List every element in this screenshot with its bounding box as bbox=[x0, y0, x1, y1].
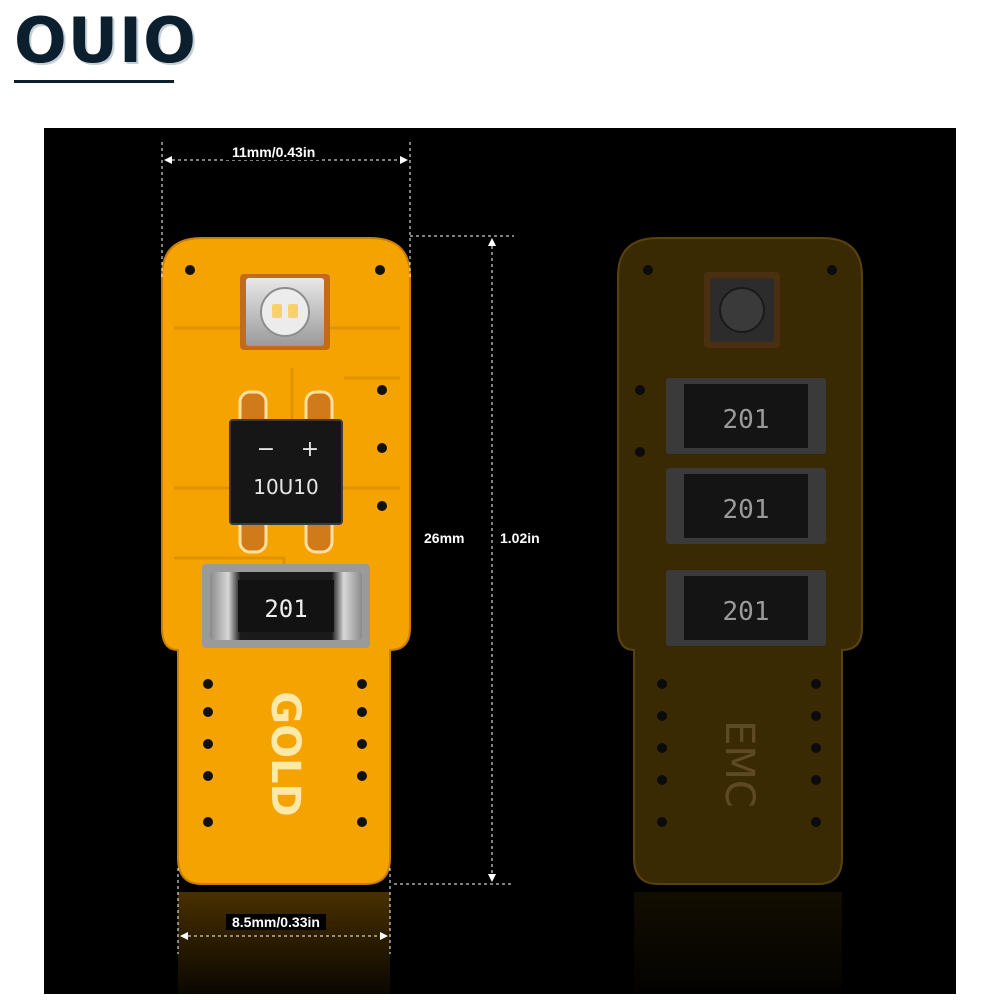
height-mm-label: 26mm bbox=[424, 530, 465, 546]
emc-board: 201 201 201 EMC bbox=[617, 237, 863, 885]
gold-board-reflection bbox=[178, 892, 390, 994]
emc-resistor: 201 bbox=[666, 378, 826, 454]
pin-holes-right bbox=[657, 679, 821, 827]
resistor: 201 bbox=[202, 564, 370, 648]
emc-resistor: 201 bbox=[666, 570, 826, 646]
gold-board-outline bbox=[161, 237, 411, 885]
product-photo: − + 10U10 201 GOLD bbox=[44, 128, 956, 994]
board-label-gold: GOLD bbox=[262, 691, 308, 817]
chip-minus-label: − bbox=[257, 437, 275, 462]
via-hole bbox=[377, 501, 387, 511]
via-hole bbox=[377, 443, 387, 453]
emc-resistor-code-3: 201 bbox=[723, 597, 770, 627]
dimension-arrows bbox=[164, 156, 496, 940]
chip-plus-label: + bbox=[301, 437, 319, 462]
height-in-label: 1.02in bbox=[500, 530, 540, 546]
gold-board: − + 10U10 201 GOLD bbox=[161, 237, 411, 885]
resistor-code-label: 201 bbox=[264, 595, 307, 623]
mount-hole bbox=[375, 265, 385, 275]
product-illustration: − + 10U10 201 GOLD bbox=[161, 142, 863, 994]
emc-resistor-code-1: 201 bbox=[723, 405, 770, 435]
mount-hole bbox=[185, 265, 195, 275]
chip-code-label: 10U10 bbox=[253, 475, 319, 499]
dimension-guides bbox=[161, 142, 514, 954]
logo-underline bbox=[14, 80, 174, 83]
emc-resistor: 201 bbox=[666, 468, 826, 544]
brand-logo: OUIO bbox=[14, 4, 197, 77]
pin-holes-left bbox=[203, 679, 367, 827]
emc-resistor-code-2: 201 bbox=[723, 495, 770, 525]
emc-board-reflection bbox=[634, 892, 842, 994]
rectifier-chip: − + 10U10 bbox=[229, 390, 343, 554]
top-width-label: 11mm/0.43in bbox=[226, 144, 322, 160]
via-hole bbox=[377, 385, 387, 395]
board-label-emc: EMC bbox=[716, 720, 762, 808]
bottom-width-label: 8.5mm/0.33in bbox=[226, 914, 326, 930]
